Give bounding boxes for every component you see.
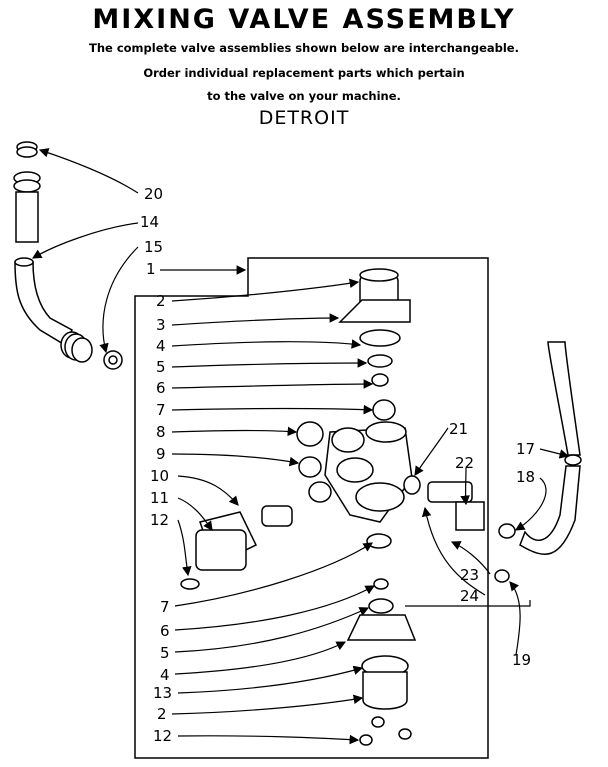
callout-label: 11 [150,489,169,507]
callout-label: 20 [144,185,163,203]
valve-body [296,421,413,523]
subtitle-line-2: Order individual replacement parts which… [143,66,465,80]
callout-label: 7 [160,598,170,616]
callout-label: 23 [460,566,479,584]
callout-label: 12 [153,727,172,745]
subtitle-line-1: The complete valve assemblies shown belo… [89,41,519,55]
model-name: DETROIT [258,107,350,129]
callout-label: 4 [156,337,166,355]
hose-clamp-part [13,141,123,370]
callout-label: 7 [156,401,166,419]
callout-label: 12 [150,511,169,529]
inlet-parts-right [403,341,582,555]
page-title: MIXING VALVE ASSEMBLY [92,4,516,35]
callout-label: 19 [512,651,531,669]
callout-label: 2 [156,292,166,310]
solenoid-left [180,481,332,590]
callout-labels: 20 14 15 1 2 3 4 5 6 7 8 9 10 11 12 21 2… [140,185,535,745]
leader-lines [31,148,570,745]
callout-label: 4 [160,666,170,684]
callout-label: 18 [516,468,535,486]
callout-label: 3 [156,316,166,334]
callout-label: 6 [156,379,166,397]
callout-label: 15 [144,238,163,256]
callout-label: 17 [516,440,535,458]
callout-label: 6 [160,622,170,640]
subtitle-line-3: to the valve on your machine. [207,89,401,103]
callout-label: 14 [140,213,159,231]
callout-label: 1 [146,260,156,278]
callout-label: 24 [460,587,479,605]
callout-label: 9 [156,445,166,463]
callout-label: 2 [157,705,167,723]
callout-label: 5 [160,644,170,662]
solenoid-bottom [346,533,510,746]
callout-label: 22 [455,454,474,472]
callout-label: 21 [449,420,468,438]
callout-label: 5 [156,358,166,376]
callout-label: 10 [150,467,169,485]
solenoid-top [338,268,411,421]
callout-label: 8 [156,423,166,441]
assembly-frame [134,257,489,759]
callout-label: 13 [153,684,172,702]
